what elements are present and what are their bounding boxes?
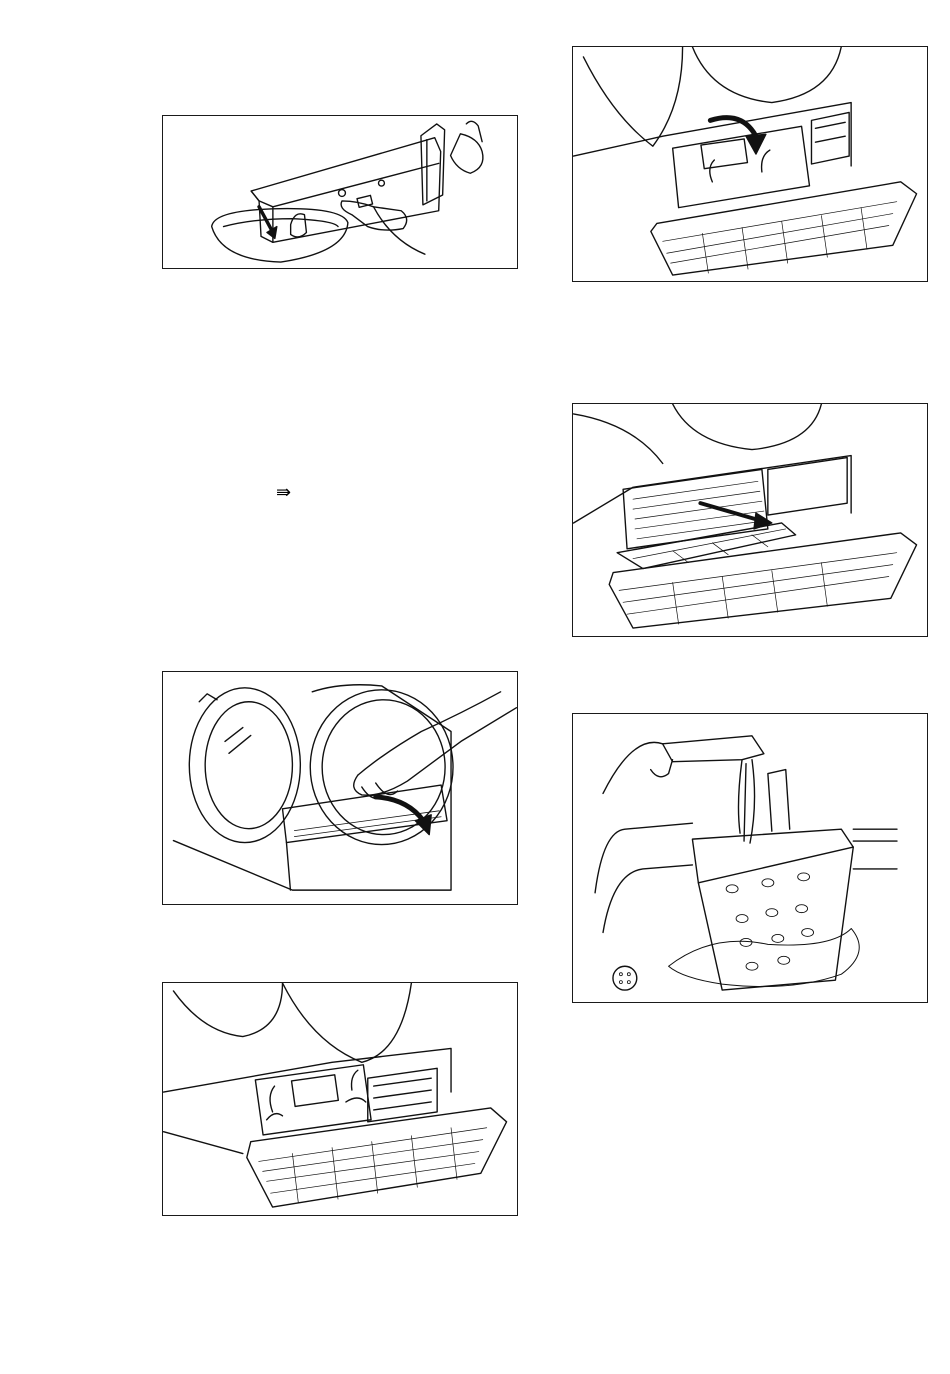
rinse-condenser-illustration xyxy=(572,713,928,1003)
tip-arrow-icon: ⇛ xyxy=(276,484,291,502)
release-levers-illustration xyxy=(162,982,518,1216)
water-tank-emptying-illustration xyxy=(162,115,518,269)
fold-cover-illustration xyxy=(572,46,928,282)
pull-out-condenser-illustration xyxy=(572,403,928,637)
open-door-plinth-illustration xyxy=(162,671,518,905)
